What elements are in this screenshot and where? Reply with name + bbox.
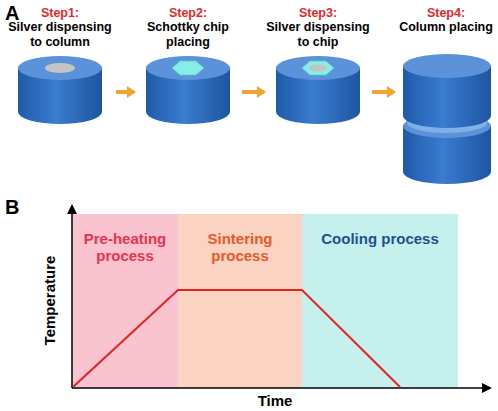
band-label: Cooling process bbox=[302, 230, 458, 247]
step-number: Step4: bbox=[394, 6, 498, 20]
step-title: Schottky chip placing bbox=[134, 20, 242, 49]
process-band: Cooling process bbox=[302, 214, 458, 388]
temperature-profile bbox=[73, 290, 400, 387]
process-arrow bbox=[242, 90, 264, 94]
step-panel: Step3:Silver dispensing to chip bbox=[264, 6, 372, 126]
step-number: Step1: bbox=[4, 6, 116, 20]
axis-title: Temperature bbox=[41, 255, 58, 345]
step-title: Column placing bbox=[394, 20, 498, 34]
stacked-columns bbox=[403, 54, 491, 184]
y-axis bbox=[71, 206, 73, 388]
column bbox=[18, 56, 102, 124]
process-arrow bbox=[372, 90, 394, 94]
band-label: Pre-heating process bbox=[72, 230, 178, 265]
axis-title: Time bbox=[258, 392, 293, 409]
step-title: Silver dispensing to column bbox=[4, 20, 116, 49]
band-fill bbox=[178, 214, 302, 388]
process-band: Pre-heating process bbox=[72, 214, 178, 388]
panel-letter: A bbox=[5, 2, 19, 25]
step-number: Step2: bbox=[134, 6, 242, 20]
step-panel: Step2:Schottky chip placing bbox=[134, 6, 242, 126]
x-axis bbox=[72, 387, 490, 389]
step-panel: Step4:Column placing bbox=[394, 6, 498, 181]
process-band: Sintering process bbox=[178, 214, 302, 388]
step-panel: Step1:Silver dispensing to column bbox=[4, 6, 116, 126]
process-arrow bbox=[116, 90, 134, 94]
panel-letter: B bbox=[5, 196, 19, 219]
column bbox=[146, 56, 230, 124]
band-fill bbox=[302, 214, 458, 388]
band-fill bbox=[72, 214, 178, 388]
step-number: Step3: bbox=[264, 6, 372, 20]
column bbox=[276, 56, 360, 124]
band-label: Sintering process bbox=[178, 230, 302, 265]
step-title: Silver dispensing to chip bbox=[264, 20, 372, 49]
